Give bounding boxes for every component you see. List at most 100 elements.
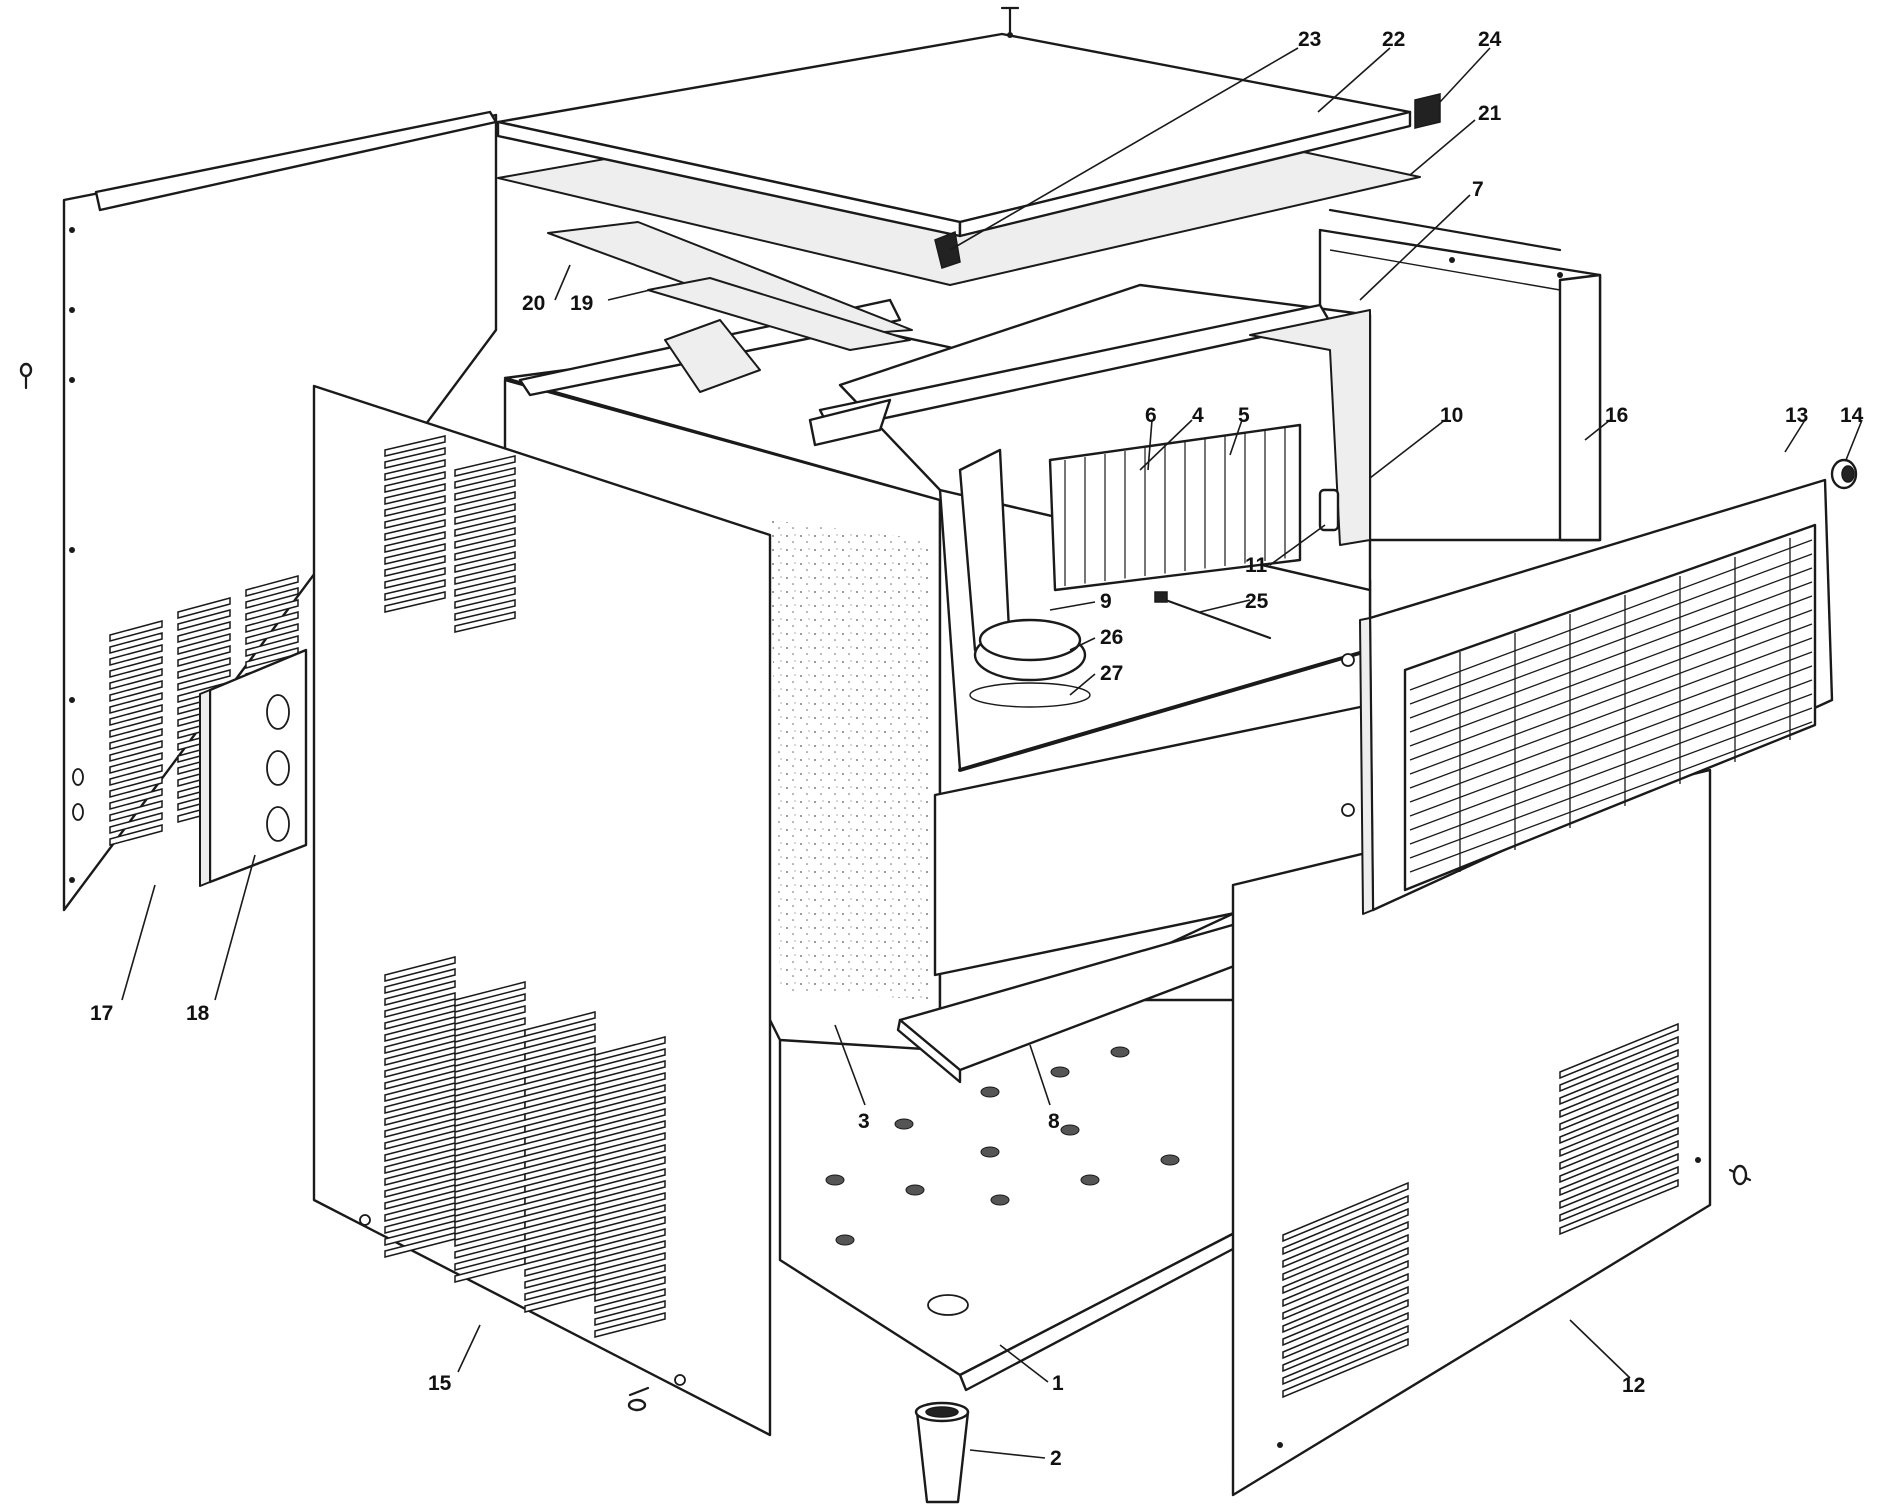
callout-19: 19	[570, 292, 593, 315]
louver-slot	[384, 495, 446, 517]
louver-slot	[384, 1040, 456, 1066]
louver-slot	[384, 1112, 456, 1138]
louver-slot	[109, 692, 163, 714]
callout-15: 15	[428, 1372, 452, 1395]
callout-9: 9	[1100, 590, 1112, 613]
louver-slot	[594, 1264, 666, 1290]
base-plate	[778, 998, 1252, 1392]
louver-slot	[524, 1203, 596, 1229]
louver-slot	[384, 507, 446, 529]
grille-slat	[1409, 609, 1813, 761]
callout-22: 22	[1382, 28, 1405, 51]
louver-slot	[384, 1016, 456, 1042]
louver-slot	[524, 1059, 596, 1085]
louver-slot	[524, 1035, 596, 1061]
grille-slat	[1409, 665, 1813, 817]
louver-slot	[524, 1251, 596, 1277]
louver-slot	[384, 1076, 456, 1102]
mounting-hole	[1050, 1066, 1070, 1078]
louver-slot	[1559, 1022, 1679, 1080]
louver-slot	[109, 632, 163, 654]
louver-slot	[384, 519, 446, 541]
side-panel-louvers	[384, 435, 666, 1338]
louver-slot	[594, 1180, 666, 1206]
louver-slot	[524, 1095, 596, 1121]
callout-13: 13	[1785, 404, 1808, 427]
louver-slot	[109, 668, 163, 690]
louver-slot	[1282, 1259, 1409, 1321]
louver-slot	[109, 812, 163, 834]
louver-slot	[1559, 1061, 1679, 1119]
louver-slot	[109, 740, 163, 762]
callout-16: 16	[1605, 404, 1628, 427]
louver-slot	[109, 800, 163, 822]
louver-slot	[109, 788, 163, 810]
louver-slot	[1282, 1311, 1409, 1373]
louver-slot	[454, 1005, 526, 1031]
louver-slot	[384, 459, 446, 481]
louver-slot	[384, 447, 446, 469]
louver-slot	[384, 543, 446, 565]
louver-slot	[109, 704, 163, 726]
grille-slat	[1409, 595, 1813, 747]
callout-18: 18	[186, 1002, 210, 1025]
louver-slot	[1559, 1178, 1679, 1236]
louver-slot	[384, 1220, 456, 1246]
louver-slot	[384, 1196, 456, 1222]
louver-slot	[594, 1228, 666, 1254]
louver-slot	[454, 563, 516, 585]
louver-slot	[454, 527, 516, 549]
grille-slat	[1409, 651, 1813, 803]
louver-slot	[1559, 1048, 1679, 1106]
left-side-panel	[312, 384, 772, 1437]
louver-slot	[524, 1287, 596, 1313]
callout-5: 5	[1238, 404, 1250, 427]
louver-slot	[594, 1300, 666, 1326]
mounting-hole	[835, 1234, 855, 1246]
louver-slot	[594, 1096, 666, 1122]
callout-10: 10	[1440, 404, 1463, 427]
louver-slot	[1282, 1207, 1409, 1269]
louver-slot	[1282, 1285, 1409, 1347]
louver-slot	[384, 1124, 456, 1150]
louver-slot	[524, 1275, 596, 1301]
louver-slot	[384, 1184, 456, 1210]
louver-slot	[1282, 1324, 1409, 1386]
leader-lines	[121, 47, 1863, 1459]
callout-3: 3	[858, 1110, 870, 1133]
front-grille-panel	[1341, 478, 1834, 915]
louver-slot	[1282, 1194, 1409, 1256]
louver-slot	[1282, 1272, 1409, 1334]
louver-slot	[384, 1172, 456, 1198]
louver-slot	[109, 752, 163, 774]
louver-slot	[1559, 1113, 1679, 1171]
louver-slot	[524, 1083, 596, 1109]
louver-slot	[594, 1144, 666, 1170]
mounting-hole	[980, 1086, 1000, 1098]
louver-slot	[524, 1263, 596, 1289]
louver-slot	[594, 1156, 666, 1182]
louver-slot	[524, 1227, 596, 1253]
grille-slat	[1409, 679, 1813, 831]
louver-slot	[524, 1011, 596, 1037]
callout-27: 27	[1100, 662, 1123, 685]
louver-slot	[454, 539, 516, 561]
louver-slot	[384, 555, 446, 577]
louver-slot	[109, 644, 163, 666]
louver-slot	[594, 1168, 666, 1194]
callout-6: 6	[1145, 404, 1157, 427]
callout-14: 14	[1840, 404, 1864, 427]
louver-slot	[524, 1191, 596, 1217]
louver-slot	[524, 1215, 596, 1241]
louver-slot	[109, 680, 163, 702]
front-panel-louvers	[1282, 1022, 1679, 1399]
grille-slat	[1409, 637, 1813, 789]
louver-slot	[384, 1052, 456, 1078]
callout-2: 2	[1050, 1447, 1062, 1470]
louver-slot	[177, 597, 231, 619]
grille-slats	[1409, 538, 1813, 873]
louver-slot	[384, 471, 446, 493]
louver-slot	[594, 1216, 666, 1242]
louver-slot	[1559, 1035, 1679, 1093]
